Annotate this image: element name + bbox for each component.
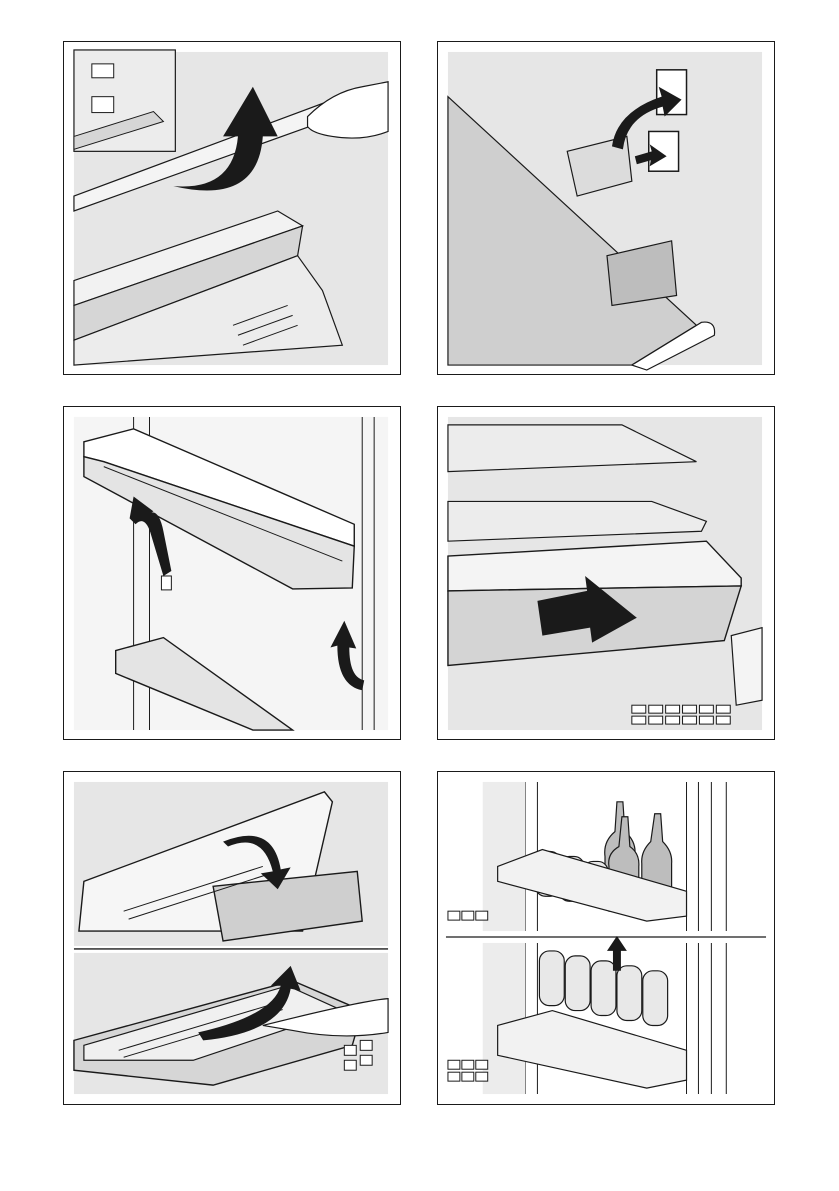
- illustration-panel-bottle-rack: [437, 771, 775, 1105]
- illustration-panel-drawer-cover: [63, 771, 401, 1105]
- illustration-panel-door-bin: [63, 406, 401, 740]
- door-bin-lift-arrows-icon: [64, 407, 400, 739]
- illustration-panel-drawer: [437, 406, 775, 740]
- remove-shelf-lift-arrow-icon: [64, 42, 400, 374]
- pull-out-drawer-arrow-icon: [438, 407, 774, 739]
- illustration-panel-glass-shelf: [437, 41, 775, 375]
- door-rack-bottles-icon: [438, 772, 774, 1104]
- glass-shelf-bracket-icon: [438, 42, 774, 374]
- illustration-panel-remove-shelf: [63, 41, 401, 375]
- drawer-cover-lift-icon: [64, 772, 400, 1104]
